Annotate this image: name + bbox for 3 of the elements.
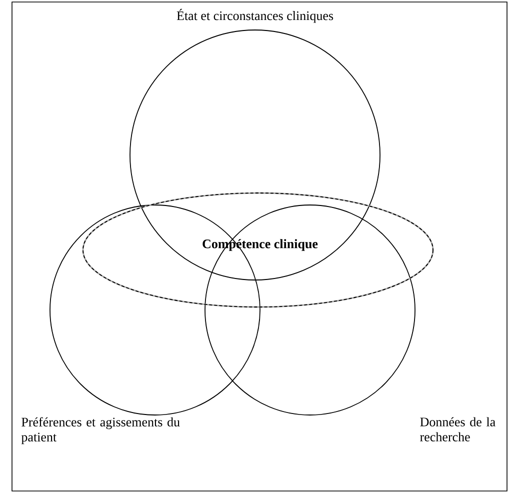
venn-label: Données de la recherche	[420, 417, 496, 442]
venn-label: État et circonstances cliniques	[176, 8, 334, 23]
venn-label: Préférences et agissements du patient	[21, 417, 180, 444]
